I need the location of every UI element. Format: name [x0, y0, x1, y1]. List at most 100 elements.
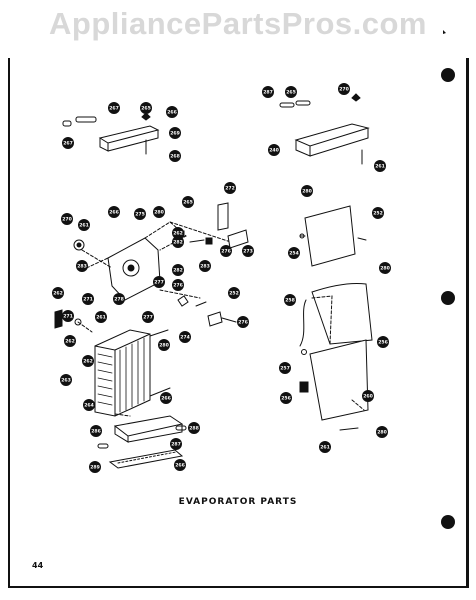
binder-hole: [441, 515, 455, 529]
callout-bubble: [172, 279, 184, 291]
part-callout-261: 261: [319, 441, 331, 453]
callout-label: 270: [62, 217, 72, 223]
callout-label: 270: [339, 87, 349, 93]
callout-label: 282: [173, 240, 183, 246]
callout-label: 262: [173, 231, 183, 237]
callout-bubble: [95, 311, 107, 323]
callout-bubble: [179, 331, 191, 343]
callout-label: 278: [114, 297, 124, 303]
callout-label: 266: [109, 210, 119, 216]
callout-label: 261: [320, 445, 330, 451]
callout-bubble: [268, 144, 280, 156]
callout-label: 286: [91, 429, 101, 435]
part-callout-261: 261: [95, 311, 107, 323]
callout-label: 261: [375, 164, 385, 170]
callout-bubble: [82, 293, 94, 305]
part-callout-262: 262: [64, 335, 76, 347]
callout-label: 276: [238, 320, 248, 326]
callout-label: 280: [159, 343, 169, 349]
callout-label: 289: [90, 465, 100, 471]
part-callout-265: 265: [285, 86, 297, 98]
callout-label: 268: [170, 154, 180, 160]
callout-bubble: [301, 185, 313, 197]
callout-bubble: [62, 137, 74, 149]
callout-bubble: [188, 422, 200, 434]
callout-label: 265: [141, 106, 151, 112]
callout-bubble: [285, 86, 297, 98]
callout-label: 266: [161, 396, 171, 402]
callout-label: 266: [167, 110, 177, 116]
callout-label: 271: [83, 297, 93, 303]
part-callout-276: 276: [172, 279, 184, 291]
callout-bubble: [64, 335, 76, 347]
part-callout-274: 274: [179, 331, 191, 343]
callout-bubble: [220, 245, 232, 257]
callout-label: 265: [183, 200, 193, 206]
callout-bubble: [62, 310, 74, 322]
callout-bubble: [377, 336, 389, 348]
diagram-sheet: [8, 58, 469, 588]
callout-bubble: [338, 83, 350, 95]
part-callout-280: 280: [376, 426, 388, 438]
part-callout-271: 271: [82, 293, 94, 305]
callout-bubble: [228, 287, 240, 299]
callout-label: 263: [61, 378, 71, 384]
part-callout-257: 257: [279, 362, 291, 374]
part-callout-276: 276: [220, 245, 232, 257]
callout-bubble: [90, 425, 102, 437]
callout-bubble: [279, 362, 291, 374]
part-callout-288: 288: [188, 422, 200, 434]
callout-label: 252: [373, 211, 383, 217]
callout-label: 283: [77, 264, 87, 270]
callout-bubble: [319, 441, 331, 453]
callout-bubble: [288, 247, 300, 259]
callout-bubble: [170, 438, 182, 450]
callout-bubble: [284, 294, 296, 306]
callout-bubble: [113, 293, 125, 305]
callout-label: 275: [135, 212, 145, 218]
part-callout-278: 278: [113, 293, 125, 305]
callout-bubble: [78, 219, 90, 231]
callout-label: 256: [281, 396, 291, 402]
part-callout-280: 280: [379, 262, 391, 274]
part-callout-282: 282: [172, 236, 184, 248]
callout-label: 276: [221, 249, 231, 255]
callout-bubble: [242, 245, 254, 257]
part-callout-240: 240: [268, 144, 280, 156]
callout-bubble: [153, 276, 165, 288]
callout-bubble: [83, 399, 95, 411]
part-callout-265: 265: [182, 196, 194, 208]
callout-bubble: [172, 236, 184, 248]
part-callout-269: 269: [169, 127, 181, 139]
part-callout-254: 254: [288, 247, 300, 259]
callout-label: 256: [378, 340, 388, 346]
callout-bubble: [160, 392, 172, 404]
callout-label: 277: [143, 315, 153, 321]
part-callout-266: 266: [166, 106, 178, 118]
callout-bubble: [166, 106, 178, 118]
part-callout-265: 265: [140, 102, 152, 114]
callout-bubble: [172, 264, 184, 276]
part-callout-267: 267: [62, 137, 74, 149]
part-callout-282: 282: [172, 264, 184, 276]
bracket-assembly-right: [279, 93, 370, 165]
part-callout-256: 256: [280, 392, 292, 404]
part-callout-273: 273: [242, 245, 254, 257]
part-callout-277: 277: [153, 276, 165, 288]
callout-bubble: [182, 196, 194, 208]
callout-label: 267: [109, 106, 119, 112]
diagram-caption: EVAPORATOR PARTS: [178, 497, 298, 507]
part-callout-256: 256: [377, 336, 389, 348]
part-callout-266: 266: [174, 459, 186, 471]
part-callout-283: 283: [199, 260, 211, 272]
callout-bubble: [158, 339, 170, 351]
part-callout-271: 271: [62, 310, 74, 322]
callout-label: 260: [363, 394, 373, 400]
callout-bubble: [134, 208, 146, 220]
callout-bubble: [60, 374, 72, 386]
callout-bubble: [374, 160, 386, 172]
clip-part: [54, 309, 93, 333]
callout-bubble: [362, 390, 374, 402]
part-callout-264: 264: [83, 399, 95, 411]
